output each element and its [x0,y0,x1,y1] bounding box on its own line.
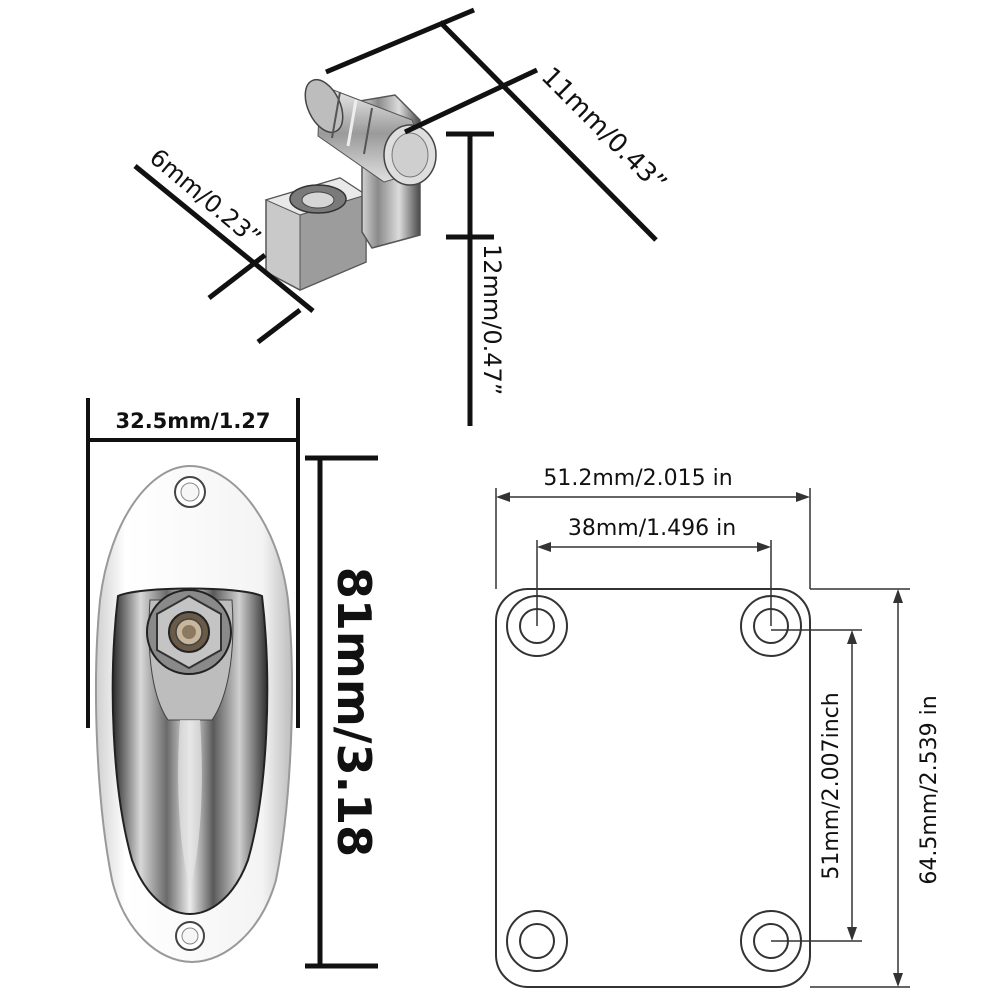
dimension-neck-hole-height: 51mm/2.007inch [771,629,862,942]
label-neck-outer-width: 51.2mm/2.015 in [543,466,732,491]
dimension-neck-outer-width: 51.2mm/2.015 in [495,466,811,589]
label-neck-hole-height: 51mm/2.007inch [819,692,844,879]
label-neck-hole-width: 38mm/1.496 in [568,516,736,541]
jack-plate-illustration [95,464,293,964]
label-jack-height: 81mm/3.18 [327,567,381,857]
string-retainer-illustration [264,78,437,291]
dimension-neck-outer-height: 64.5mm/2.539 in [810,588,942,988]
label-retainer-height: 12mm/0.47” [478,244,506,395]
dimension-retainer-height: 12mm/0.47” [446,131,506,426]
neck-plate-hole-bottom-left [506,910,568,972]
dimension-jack-height: 81mm/3.18 [305,455,381,969]
neck-plate-drawing [495,588,811,988]
label-jack-width: 32.5mm/1.27 [115,409,270,433]
dimension-jack-width: 32.5mm/1.27 [86,398,300,728]
label-retainer-width: 11mm/0.43” [535,62,672,199]
label-retainer-base: 6mm/0.23” [144,143,266,252]
dimension-neck-hole-width: 38mm/1.496 in [536,516,772,626]
label-neck-outer-height: 64.5mm/2.539 in [917,695,942,884]
